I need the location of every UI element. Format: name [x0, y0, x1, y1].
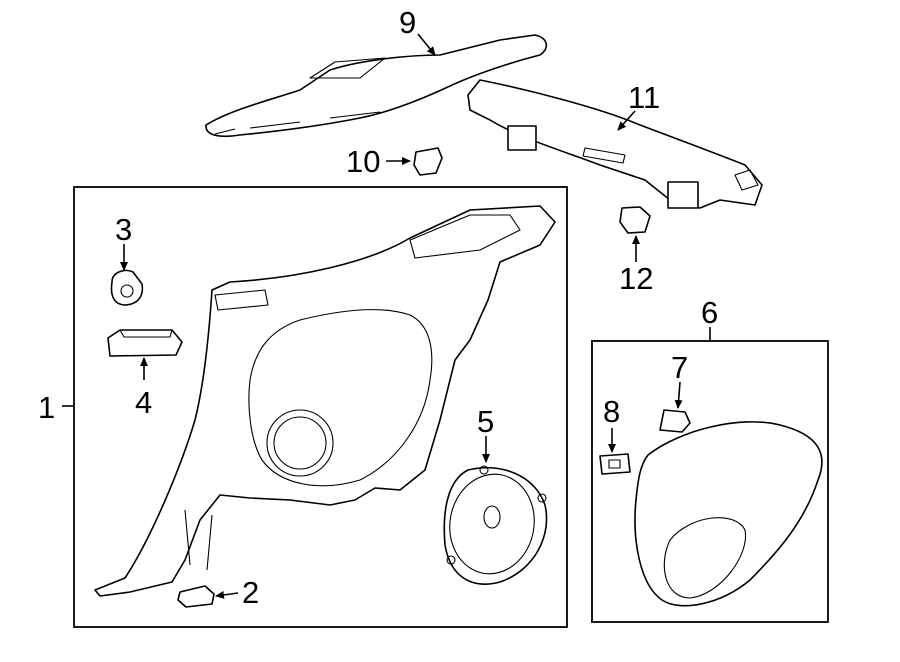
part-4-switch-bezel: [107, 329, 183, 357]
part-10-clip: [413, 147, 443, 176]
part-5-speaker: [443, 465, 548, 585]
part-2-clip: [177, 585, 215, 608]
leader-2: [215, 590, 239, 599]
callout-2: 2: [242, 575, 259, 610]
callout-4: 4: [135, 385, 152, 420]
part-3-grommet: [110, 269, 144, 306]
callout-8: 8: [603, 394, 620, 429]
callout-6: 6: [701, 295, 718, 330]
leader-7: [674, 381, 683, 409]
callout-1: 1: [38, 390, 55, 425]
part-9-upper-molding: [205, 34, 548, 138]
part-12-clip: [619, 206, 651, 234]
part-1-quarter-trim-panel: [94, 205, 556, 597]
part-11-rear-bracket: [467, 79, 763, 209]
leader-9: [417, 33, 436, 56]
group-box-1: [73, 186, 568, 628]
part-7-clip: [659, 409, 691, 433]
callout-5: 5: [477, 404, 494, 439]
callout-12: 12: [619, 261, 653, 296]
callout-11: 11: [628, 80, 660, 115]
part-6-speaker-cover: [634, 421, 823, 607]
callout-9: 9: [399, 5, 416, 40]
callout-10: 10: [346, 144, 380, 179]
part-8-clip: [599, 453, 631, 475]
callout-3: 3: [115, 212, 132, 247]
leader-11: [617, 110, 636, 131]
callout-7: 7: [671, 350, 688, 385]
